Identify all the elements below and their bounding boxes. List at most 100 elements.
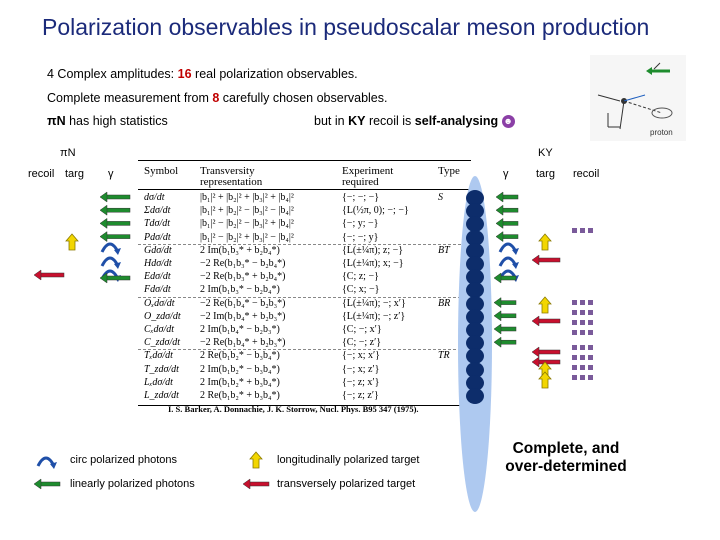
oval-marker xyxy=(466,335,484,352)
cell-exp: {−; z; z′} xyxy=(342,390,379,401)
type-header: Type xyxy=(438,165,460,177)
pin-gamma-header: γ xyxy=(108,168,114,180)
red-arrow-icon xyxy=(33,269,65,281)
green-arrow-icon xyxy=(99,231,131,243)
oval-marker xyxy=(466,308,484,325)
cell-type: BR xyxy=(438,297,451,309)
yellow-up-arrow-icon xyxy=(65,233,79,251)
oval-marker xyxy=(466,374,484,391)
red-arrow-icon xyxy=(531,346,561,358)
polarization-square-icon xyxy=(572,345,577,350)
cell-symbol: dσ/dt xyxy=(144,192,165,203)
yellow-up-arrow-icon xyxy=(538,371,552,389)
ky-group-label: KY xyxy=(538,147,553,159)
polarization-square-icon xyxy=(580,310,585,315)
cell-rep: |b₁|² − |b₂|² − |b₃|² + |b₄|² xyxy=(200,218,294,230)
cell-type: BT xyxy=(438,244,450,256)
cell-exp: {−; x; x′} xyxy=(342,350,380,362)
experiment-header: Experiment required xyxy=(342,165,394,188)
green-arrow-icon xyxy=(493,297,517,309)
measurement-line: Complete measurement from 8 carefully ch… xyxy=(47,91,388,105)
cell-rep: −2 Im(b₁b₄* + b₂b₃*) xyxy=(200,310,286,322)
oval-marker xyxy=(466,322,484,338)
polarization-square-icon xyxy=(572,320,577,325)
transversity-header: Transversity representation xyxy=(200,165,263,188)
group-divider xyxy=(138,349,471,351)
cell-exp: {L(±¼π); −; z′} xyxy=(342,310,406,322)
red-arrow-icon xyxy=(531,254,561,266)
oval-marker xyxy=(466,388,484,404)
polarization-square-icon xyxy=(572,330,577,335)
cell-rep: 2 Im(b₁b₃* + b₂b₄*) xyxy=(200,244,280,256)
cell-exp: {−; x; z′} xyxy=(342,363,380,375)
polarization-square-icon xyxy=(572,365,577,370)
oval-marker xyxy=(466,282,484,299)
proton-label: proton xyxy=(650,128,673,137)
ky-recoil-header: recoil xyxy=(573,168,600,180)
symbol-header: Symbol xyxy=(144,165,179,177)
cell-rep: 2 Re(b₁b₂* − b₃b₄*) xyxy=(200,350,280,362)
cell-symbol: Cₓdσ/dt xyxy=(144,324,174,335)
amplitudes-line: 4 Complex amplitudes: 16 real polarizati… xyxy=(47,67,358,81)
oval-marker xyxy=(466,295,484,312)
polarization-square-icon xyxy=(588,228,593,233)
oval-marker xyxy=(466,190,484,206)
cell-type: TR xyxy=(438,350,450,362)
green-arrow-icon xyxy=(493,272,517,284)
table-row: Hdσ/dt−2 Re(b₁b₃* − b₂b₄*){L(±¼π); x; −} xyxy=(138,257,471,270)
polarization-square-icon xyxy=(588,345,593,350)
green-arrow-icon xyxy=(99,217,131,229)
cell-exp: {L(±¼π); x; −} xyxy=(342,258,404,269)
green-arrow-icon xyxy=(33,478,61,490)
polarization-square-icon xyxy=(580,228,585,233)
cell-exp: {−; z; x′} xyxy=(342,376,380,388)
polarization-square-icon xyxy=(572,375,577,380)
reference-citation: I. S. Barker, A. Donnachie, J. K. Storro… xyxy=(168,404,419,414)
green-arrow-icon xyxy=(495,217,519,229)
smiley-icon: ☻ xyxy=(501,115,515,129)
green-arrow-icon xyxy=(493,323,517,335)
table-row: dσ/dt|b₁|² + |b₂|² + |b₃|² + |b₄|²{−; −;… xyxy=(138,191,471,204)
cell-symbol: C_zdσ/dt xyxy=(144,337,181,349)
red-arrow-icon xyxy=(242,478,270,490)
conclusion: Complete, and over-determined xyxy=(505,440,627,475)
legend-circ-label: circ polarized photons xyxy=(70,454,178,466)
polarization-square-icon xyxy=(588,330,593,335)
red-arrow-icon xyxy=(531,356,561,368)
green-arrow-icon xyxy=(99,204,131,216)
polarization-square-icon xyxy=(588,310,593,315)
cell-symbol: Pdσ/dt xyxy=(144,231,171,243)
oval-marker xyxy=(466,269,484,286)
cell-exp: {−; −; −} xyxy=(342,192,380,203)
cell-rep: 2 Im(b₁b₂* − b₃b₄*) xyxy=(200,363,280,375)
polarization-square-icon xyxy=(572,310,577,315)
cell-rep: −2 Re(b₁b₄* − b₂b₃*) xyxy=(200,297,286,309)
cell-exp: {L(±¼π); −; x′} xyxy=(342,297,406,309)
cell-symbol: Σdσ/dt xyxy=(144,205,171,217)
red-arrow-icon xyxy=(531,315,561,327)
polarization-square-icon xyxy=(580,330,585,335)
cell-symbol: L_zdσ/dt xyxy=(144,390,179,401)
cell-symbol: T_zdσ/dt xyxy=(144,363,179,375)
polarization-square-icon xyxy=(580,320,585,325)
table-row: C_zdσ/dt−2 Re(b₁b₄* + b₂b₃*){C; −; z′} xyxy=(138,336,471,349)
table-row: T_zdσ/dt 2 Im(b₁b₂* − b₃b₄*) {−; x; z′} xyxy=(138,363,471,376)
cell-exp: {−; y; −} xyxy=(342,218,379,230)
ky-targ-header: targ xyxy=(536,168,555,180)
polarization-square-icon xyxy=(580,375,585,380)
oval-marker xyxy=(466,361,484,378)
polarization-square-icon xyxy=(588,365,593,370)
statistics-line: πN has high statistics xyxy=(47,114,168,128)
pin-targ-header: targ xyxy=(65,168,84,180)
table-row: Tdσ/dt|b₁|² − |b₂|² − |b₃|² + |b₄|²{−; y… xyxy=(138,217,471,230)
oval-marker xyxy=(466,216,484,233)
polarization-square-icon xyxy=(588,375,593,380)
cell-exp: {C; x; −} xyxy=(342,284,380,296)
circular-polarization-arrowhead xyxy=(512,248,519,255)
ky-gamma-header: γ xyxy=(503,168,509,180)
circular-polarization-arrowhead xyxy=(512,262,519,269)
green-arrow-icon xyxy=(495,231,519,243)
